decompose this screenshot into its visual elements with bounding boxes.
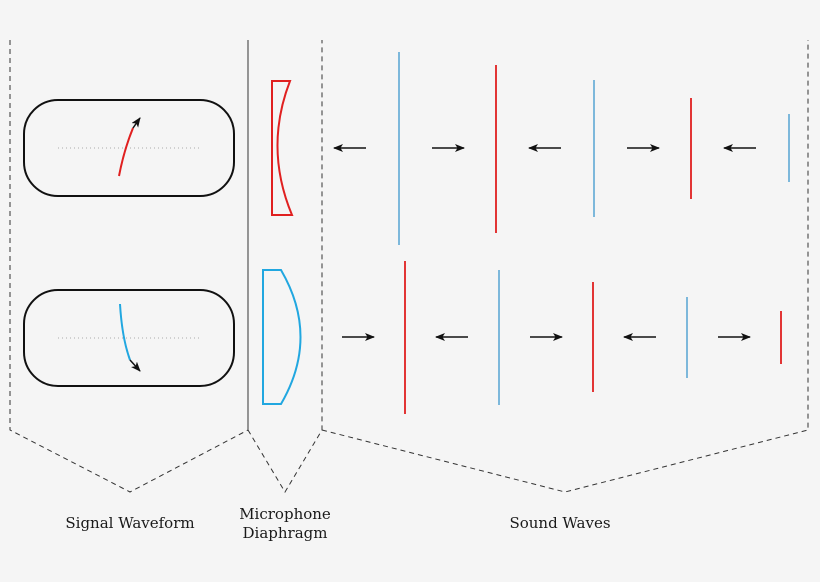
microphone-section-bracket xyxy=(247,40,323,493)
microphone-diaphragm-label: Microphone Diaphragm xyxy=(225,505,345,543)
microphone-label-line2: Diaphragm xyxy=(242,524,328,542)
signal-waveform-label: Signal Waveform xyxy=(65,514,195,532)
signal-waveform-bottom xyxy=(23,289,235,387)
signal-section-bracket xyxy=(9,40,249,493)
waveform-arrow-bottom xyxy=(129,359,141,372)
diaphragm-top xyxy=(271,80,294,216)
waveform-arrow-top xyxy=(131,117,141,129)
waveform-curve-bottom xyxy=(119,303,131,361)
sound-section-bracket xyxy=(321,40,809,493)
signal-waveform-top xyxy=(23,99,235,197)
waveform-box-bottom xyxy=(23,289,235,387)
microphone-label-line1: Microphone xyxy=(239,505,331,523)
diaphragm-bottom xyxy=(262,269,302,405)
sound-waves-label: Sound Waves xyxy=(509,514,611,532)
section-brackets xyxy=(9,40,809,493)
waveform-box-top xyxy=(23,99,235,197)
waveform-curve-top xyxy=(118,127,134,177)
sound-waves-layer xyxy=(333,52,790,414)
